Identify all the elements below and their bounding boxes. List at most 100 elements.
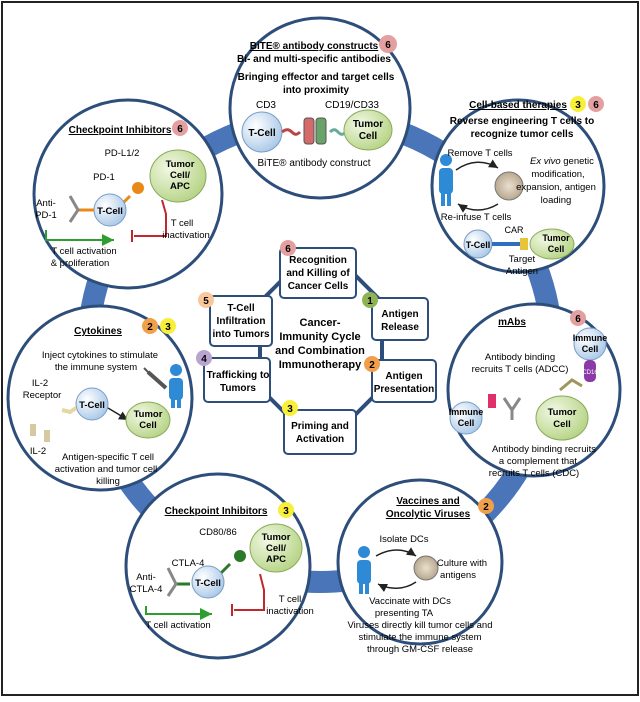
step-5-line-2: Infiltration — [217, 316, 266, 327]
cellbased-desc-1: Reverse engineering T cells to — [450, 116, 595, 127]
center-line-1: Cancer- — [300, 317, 341, 329]
step-5-line-3: into Tumors — [212, 329, 269, 340]
cytokines-tumor-1: Tumor — [134, 409, 163, 420]
cp-top-inact-2: inactivation — [162, 230, 210, 241]
cp-bottom-inact-2: inactivation — [266, 606, 314, 617]
cellbased-badge-1 — [570, 96, 586, 112]
mabs-immune-top-2: Cell — [582, 344, 599, 354]
step-3-num: 3 — [287, 404, 293, 415]
cellbased-reinfuse-arrow — [457, 203, 499, 213]
cytokines-kill-1: Antigen-specific T cell — [62, 452, 154, 463]
panel-cytokines: Cytokines 2 3 Inject cytokines to stimul… — [6, 304, 194, 492]
vaccines-desc-2: stimulate the immune system — [358, 632, 481, 643]
step-1-badge — [362, 292, 378, 308]
cellbased-target-2: Antigen — [506, 266, 538, 277]
cytokines-il2: IL-2 — [30, 446, 46, 457]
cp-top-inactivation-line — [134, 199, 167, 237]
mabs-antibody-icon — [502, 397, 522, 420]
panel-bite: BiTE® antibody constructs Bi- and multi-… — [228, 16, 412, 200]
mabs-badge — [570, 310, 586, 326]
bite-construct-right — [315, 117, 327, 145]
vaccines-desc-3: through GM-CSF release — [367, 644, 473, 655]
step-6-line-1: Recognition — [289, 255, 347, 266]
step-2-num: 2 — [369, 360, 375, 371]
target-antigen-icon — [520, 238, 528, 250]
culture-dish-icon — [413, 555, 439, 581]
vaccines-desc-1: Viruses directly kill tumor cells and — [347, 620, 492, 631]
cp-top-badge-num: 6 — [177, 124, 183, 135]
cp-bottom-activation: T cell activation — [145, 620, 210, 631]
cp-top-anti-1: Anti- — [36, 198, 56, 209]
mabs-cdc-3: recruits T cells (CDC) — [489, 468, 579, 479]
center-line-4: Immunotherapy — [279, 359, 362, 371]
vaccines-title-2: Oncolytic Viruses — [386, 509, 471, 520]
cytokines-badge-1-num: 2 — [147, 322, 153, 333]
cd16-receptor — [584, 360, 596, 382]
panel-checkpoint-ctla4: Checkpoint Inhibitors 3 CD80/86 Tumor Ce… — [124, 472, 314, 660]
il2-molecule-icon — [30, 424, 36, 436]
cp-bottom-tcell-label: T-Cell — [195, 578, 221, 589]
bite-cd3: CD3 — [256, 100, 276, 111]
cp-bottom-tumor-cell — [249, 523, 303, 573]
cellbased-badge-2-num: 6 — [593, 100, 599, 111]
cytokines-desc-2: the immune system — [55, 362, 137, 373]
step-2-line-2: Presentation — [374, 384, 435, 395]
cp-top-anti-2: PD-1 — [35, 210, 57, 221]
mabs-tumor-label-1: Tumor — [548, 407, 577, 418]
cp-top-pd1: PD-1 — [93, 172, 115, 183]
cp-top-act-1: T cell activation — [51, 246, 116, 257]
cytokines-receptor-1: IL-2 — [32, 378, 48, 389]
pdl1-ligand — [132, 182, 144, 194]
cellbased-exvivo-3: expansion, antigen — [516, 182, 596, 193]
mabs-cdc-2: a complement that — [499, 456, 578, 467]
vaccines-vaccinate-arrow — [377, 581, 417, 593]
cp-top-inact-1: T cell — [171, 218, 194, 229]
bite-caption: BiTE® antibody construct — [258, 158, 371, 169]
cp-top-title: Checkpoint Inhibitors — [69, 125, 172, 136]
person-icon — [439, 154, 453, 206]
step-3-badge — [282, 400, 298, 416]
cp-bottom-anti-1: Anti- — [136, 572, 156, 583]
step-5-num: 5 — [203, 296, 209, 307]
cellbased-target-1: Target — [509, 254, 536, 265]
vaccines-title-1: Vaccines and — [396, 496, 459, 507]
step-2-line-1: Antigen — [385, 371, 422, 382]
culture-dish-icon — [494, 171, 524, 201]
panel-checkpoint-pd1: Checkpoint Inhibitors 6 PD-L1/2 Tumor Ce… — [32, 98, 224, 290]
mabs-immune-bottom-1: Immune — [449, 407, 484, 417]
cp-bottom-inactivation-line — [234, 573, 265, 611]
cellbased-exvivo-1: Ex vivo genetic — [530, 156, 594, 167]
cytokines-badge-2 — [160, 318, 176, 334]
center-line-2: Immunity Cycle — [279, 331, 360, 343]
center-line-3: and Combination — [275, 345, 365, 357]
cp-bottom-tumor-2: Cell/ — [266, 543, 286, 554]
cellbased-reinfuse: Re-infuse T cells — [441, 212, 512, 223]
step-2-antigen-presentation: 2 Antigen Presentation — [364, 356, 437, 403]
vaccines-isolate: Isolate DCs — [379, 534, 428, 545]
mabs-cdc-1: Antibody binding recruits — [492, 444, 596, 455]
step-6-recognition: 6 Recognition and Killing of Cancer Cell… — [279, 240, 357, 299]
step-2-badge — [364, 356, 380, 372]
step-3-priming: 3 Priming and Activation — [282, 400, 357, 455]
il2-molecule-icon — [44, 430, 50, 442]
cp-top-tumor-2: Cell/ — [170, 170, 190, 181]
step-1-num: 1 — [367, 296, 373, 307]
il2-receptor-icon — [61, 406, 78, 415]
cytokines-kill-3: killing — [96, 476, 120, 487]
step-4-num: 4 — [201, 354, 207, 365]
vaccines-vacc-1: Vaccinate with DCs — [369, 596, 451, 607]
mabs-immune-bottom-2: Cell — [458, 418, 475, 428]
bite-tumor-cell — [343, 109, 393, 151]
mabs-adcc-1: Antibody binding — [485, 352, 555, 363]
mabs-title: mAbs — [498, 317, 526, 328]
cp-bottom-badge-num: 3 — [283, 506, 289, 517]
cellbased-remove-arrow — [455, 159, 499, 171]
vaccines-badge-num: 2 — [483, 502, 489, 513]
cp-top-pdl1: PD-L1/2 — [105, 148, 140, 159]
bite-tumor-label-1: Tumor — [353, 119, 383, 130]
bite-cd3-receptor — [281, 128, 302, 136]
step-5-infiltration: 5 T-Cell Infiltration into Tumors — [198, 292, 273, 347]
cytokines-desc-1: Inject cytokines to stimulate — [42, 350, 158, 361]
cp-top-tumor-3: APC — [170, 181, 190, 192]
bite-construct-left — [303, 117, 315, 145]
